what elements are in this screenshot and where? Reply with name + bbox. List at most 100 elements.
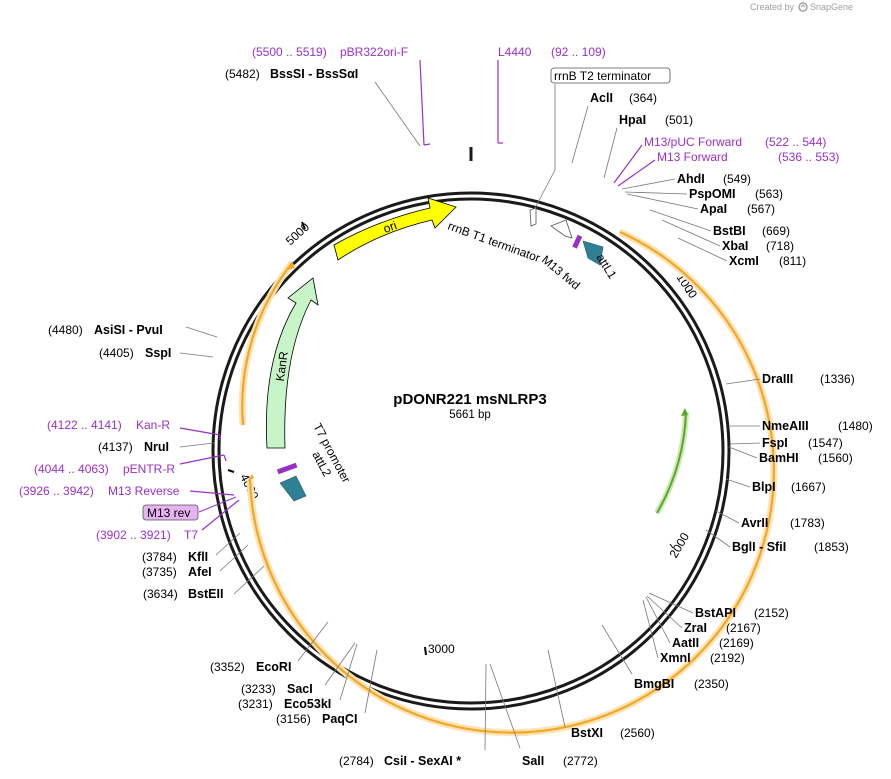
enzyme-nrui[interactable]: (4137) NruI [98,440,215,454]
svg-text:AfeI: AfeI [188,565,212,579]
enzyme-acli[interactable]: AclI (364) [571,91,657,164]
enzyme-bamhi[interactable]: BamHI (1560) [728,446,853,465]
green-orf-glow [654,411,689,515]
rrnb-t1-arrow[interactable] [550,219,573,239]
enzyme-bmgbi[interactable]: BmgBI (2350) [601,624,729,691]
plasmid-length: 5661 bp [449,409,491,421]
svg-text:Eco53kI: Eco53kI [284,697,331,711]
enzyme-apai[interactable]: ApaI (567) [626,193,775,216]
svg-text:(92 .. 109): (92 .. 109) [551,45,606,59]
svg-text:(669): (669) [762,224,790,238]
tick-2000: 2000 [667,530,693,560]
m13-fwd-marker[interactable] [572,234,583,249]
rrnb-t2-terminator-box[interactable]: rrnB T2 terminator [534,67,671,209]
enzyme-bgli-sfii[interactable]: BglI - SfiI (1853) [705,529,849,554]
svg-text:(536 .. 553): (536 .. 553) [778,150,839,164]
enzyme-zrai[interactable]: ZraI (2167) [646,595,761,635]
enzyme-xcmi[interactable]: XcmI (811) [677,237,806,268]
tick-3000: 3000 [424,642,455,656]
enzyme-sspi[interactable]: (4405) SspI [99,346,214,360]
svg-text:(501): (501) [665,113,693,127]
svg-text:BstEII: BstEII [188,587,223,601]
enzyme-kfli[interactable]: (3784) KflI [142,532,241,564]
backbone-inner-ring [217,197,725,705]
svg-text:M13/pUC Forward: M13/pUC Forward [644,135,742,149]
svg-text:BstXI: BstXI [571,726,603,740]
enzyme-hpai[interactable]: HpaI (501) [603,113,693,179]
enzyme-paqci[interactable]: (3156) PaqCI [276,649,378,726]
svg-text:M13 rev: M13 rev [147,506,190,520]
ori-feature[interactable]: ori [333,197,457,261]
enzyme-afei[interactable]: (3735) AfeI [142,544,249,579]
enzyme-blpi[interactable]: BlpI (1667) [725,478,826,494]
green-orf-arrowhead [681,408,688,416]
svg-text:(364): (364) [629,91,657,105]
enzyme-saci[interactable]: (3233) SacI [241,642,356,696]
ori-label: ori [381,218,398,236]
enzyme-bstxi[interactable]: BstXI (2560) [547,649,655,740]
enzyme-xmni[interactable]: XmnI (2192) [642,599,745,665]
svg-text:(3231): (3231) [238,697,273,711]
enzyme-bstbi[interactable]: BstBI (669) [649,209,790,238]
enzyme-sali[interactable]: SalI (2772) [489,663,598,768]
primer-pbr322ori-f[interactable]: (5500 .. 5519) pBR322ori-F [252,45,431,146]
enzyme-eco53ki[interactable]: (3231) Eco53kI [238,643,358,711]
primer-m13-reverse[interactable]: (3926 .. 3942) M13 Reverse [19,484,235,498]
svg-text:(4044 .. 4063): (4044 .. 4063) [34,462,109,476]
enzyme-xbai[interactable]: XbaI (718) [661,219,794,253]
primer-t7[interactable]: (3902 .. 3921) T7 [96,499,240,542]
enzyme-avrii[interactable]: AvrII (1783) [715,510,825,530]
primer-kan-r[interactable]: (4122 .. 4141) Kan-R [47,418,221,440]
enzyme-fspi[interactable]: FspI (1547) [729,436,843,450]
svg-text:(1783): (1783) [790,516,825,530]
tick-4000: 4000 [227,469,262,502]
t7-promoter-marker[interactable] [276,462,298,475]
enzyme-ecori[interactable]: (3352) EcoRI [210,621,329,674]
insert-orf-arrowhead [247,474,254,482]
enzyme-asisi-pvui[interactable]: (4480) AsiSI - PvuI [48,323,218,338]
svg-text:SacI: SacI [287,682,313,696]
svg-text:(1336): (1336) [820,372,855,386]
enzyme-draiii[interactable]: DraIII (1336) [725,372,855,386]
kanr-arrow[interactable] [265,277,319,449]
primer-l4440[interactable]: L4440 (92 .. 109) [497,45,606,144]
svg-text:(1560): (1560) [818,451,853,465]
svg-text:XcmI: XcmI [729,254,759,268]
m13-rev-box[interactable]: M13 rev [142,496,237,521]
enzyme-csii-sexai[interactable]: (2784) CsiI - SexAI * [339,663,487,768]
enzyme-bsssi[interactable]: (5482) BssSI - BssSαI [225,67,421,147]
enzyme-nmeaiii[interactable]: NmeAIII (1480) [730,419,873,433]
primer-pentr-r[interactable]: (4044 .. 4063) pENTR-R [34,454,227,476]
insert-orf-band [248,230,775,734]
kan-orf-band [241,262,293,426]
rrnb-t2-arrow[interactable] [529,207,537,227]
svg-text:(3233): (3233) [241,682,276,696]
svg-text:BmgBI: BmgBI [634,677,674,691]
enzyme-bsteii[interactable]: (3634) BstEII [143,565,265,601]
enzyme-bstapi[interactable]: BstAPI (2152) [648,592,789,620]
svg-text:(4480): (4480) [48,323,83,337]
primer-m13-puc-forward[interactable]: M13/pUC Forward (522 .. 544) [613,135,826,184]
enzyme-ahdi[interactable]: AhdI (549) [621,172,751,190]
kanr-feature[interactable]: KanR [265,277,319,449]
svg-text:pBR322ori-F: pBR322ori-F [340,45,408,59]
svg-text:(3156): (3156) [276,712,311,726]
svg-text:Kan-R: Kan-R [136,418,170,432]
enzyme-pspomi[interactable]: PspOMI (563) [624,187,783,201]
svg-text:L4440: L4440 [498,45,532,59]
svg-text:(1547): (1547) [808,436,843,450]
enzyme-aatii[interactable]: AatII (2169) [645,596,754,650]
svg-text:XmnI: XmnI [660,651,691,665]
svg-text:(549): (549) [723,172,751,186]
m13fwd-label: M13 fwd [539,253,583,293]
primer-m13-forward[interactable]: M13 Forward (536 .. 553) [617,150,839,187]
svg-text:pENTR-R: pENTR-R [123,462,175,476]
attl1-arrow[interactable] [582,240,604,266]
svg-text:AatII: AatII [672,636,699,650]
svg-text:(2167): (2167) [726,621,761,635]
svg-text:FspI: FspI [762,436,788,450]
ori-arrow[interactable] [333,197,457,261]
attl2-arrow[interactable] [279,475,307,502]
backbone-outer-ring [211,191,731,711]
kanr-label: KanR [273,350,291,382]
